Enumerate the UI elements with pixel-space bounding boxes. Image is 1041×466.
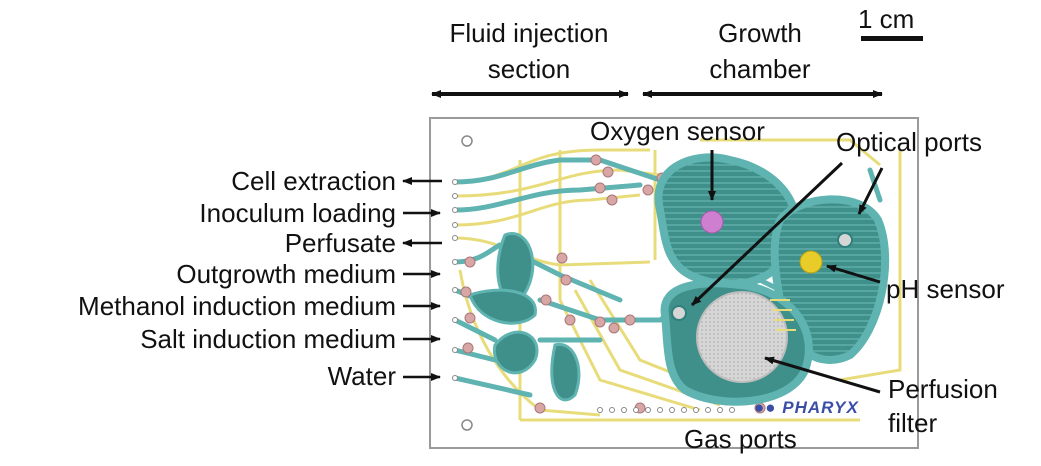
- growth-chamber-line2: chamber: [709, 54, 811, 84]
- ph-sensor-label: pH sensor: [886, 274, 1005, 304]
- oxygen-sensor-label: Oxygen sensor: [590, 116, 765, 146]
- oxygen-sensor-spot: [700, 210, 724, 234]
- mixing-reservoirs: [468, 232, 581, 402]
- fluid-injection-line1: Fluid injection: [449, 18, 609, 48]
- gas-ports-label: Gas ports: [684, 424, 797, 454]
- left-label-outgrowth-medium: Outgrowth medium: [176, 259, 396, 289]
- growth-chamber-line1: Growth: [718, 18, 802, 48]
- logo-mark-icon: ●●: [754, 398, 777, 417]
- scale-bar: [861, 36, 923, 41]
- reservoir: [550, 343, 581, 402]
- left-label-salt-induction: Salt induction medium: [140, 324, 396, 354]
- mounting-hole: [461, 135, 473, 147]
- fluid-injection-line2: section: [487, 54, 571, 84]
- optical-port-arrow-right: [857, 167, 884, 215]
- ph-sensor-spot: [799, 250, 823, 274]
- left-label-inoculum-loading: Inoculum loading: [199, 198, 396, 228]
- pharyx-logo: ●● PHARYX: [754, 398, 859, 418]
- reservoir: [468, 288, 537, 325]
- left-label-methanol-induction: Methanol induction medium: [78, 291, 396, 321]
- perfusion-filter-line1: Perfusion: [888, 374, 998, 404]
- growth-chamber-label: Growth chamber: [660, 18, 860, 84]
- perfusion-filter-line2: filter: [888, 408, 938, 438]
- inlet-ports: [452, 179, 458, 381]
- left-label-perfusate: Perfusate: [284, 228, 396, 258]
- left-label-water: Water: [327, 361, 396, 391]
- fluid-injection-label: Fluid injection section: [424, 18, 634, 84]
- reservoir: [493, 330, 539, 375]
- callout-arrows: [690, 150, 884, 394]
- left-label-cell-extraction: Cell extraction: [231, 166, 396, 196]
- optical-ports-label: Optical ports: [836, 127, 982, 157]
- brand-name: PHARYX: [782, 398, 859, 417]
- mounting-hole: [461, 419, 473, 431]
- optical-port: [671, 305, 687, 321]
- ph-sensor-arrow: [826, 264, 881, 284]
- optical-port-arrow-left: [690, 161, 844, 307]
- perfusion-filter-disc: [696, 291, 788, 383]
- port-arrows: [402, 177, 442, 381]
- valves: [460, 154, 766, 414]
- perfusion-filter-label: Perfusion filter: [888, 374, 998, 438]
- gas-ports: [597, 407, 735, 413]
- scale-bar-label: 1 cm: [858, 4, 915, 34]
- optical-port: [837, 232, 853, 248]
- chamber-comb: [770, 299, 796, 331]
- perfusion-filter-arrow: [764, 356, 881, 394]
